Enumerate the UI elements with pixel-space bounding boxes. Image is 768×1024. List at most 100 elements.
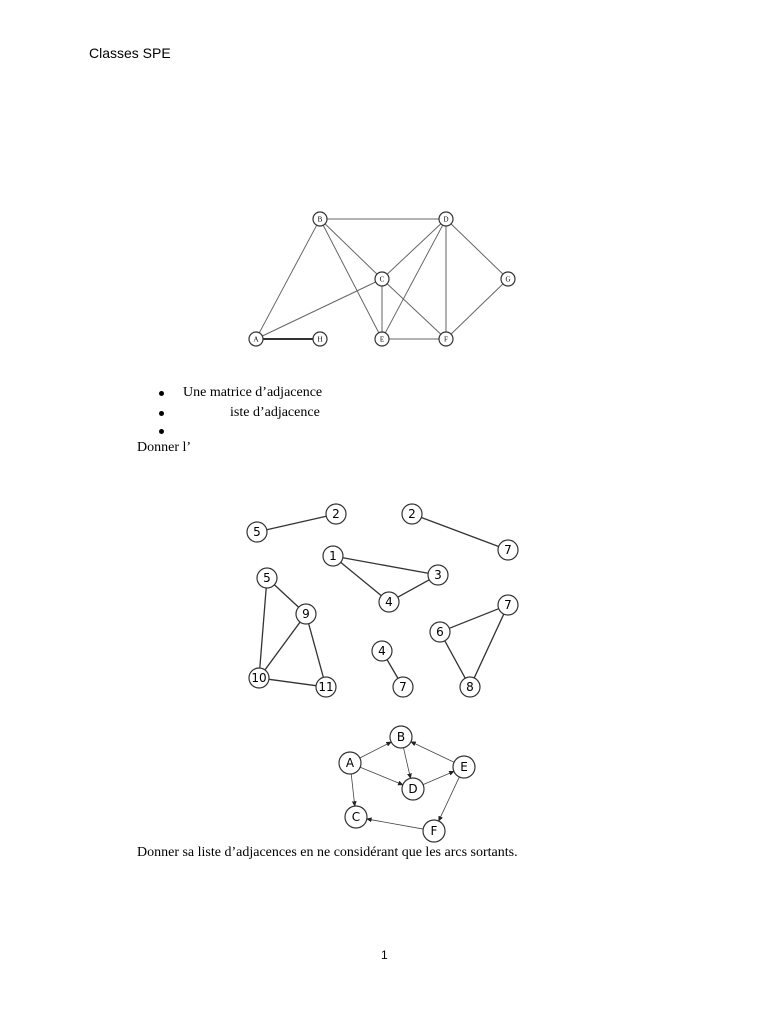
edge — [449, 608, 499, 629]
node-label: D — [443, 215, 448, 223]
graph-node — [497, 594, 519, 616]
question-text: Donner l’ — [137, 440, 192, 455]
graph-node — [422, 819, 446, 843]
graph-node — [338, 751, 362, 775]
node-label: F — [444, 335, 448, 343]
arc — [438, 776, 460, 822]
node-label: 7 — [504, 543, 512, 557]
edge — [262, 281, 376, 337]
graph-node — [374, 331, 390, 347]
graph-node — [312, 331, 328, 347]
node-label: B — [397, 730, 405, 744]
graph-node — [389, 725, 413, 749]
node-label: 1 — [329, 549, 337, 563]
node-label: 11 — [318, 680, 333, 694]
graph-node — [438, 331, 454, 347]
graph-node — [452, 755, 476, 779]
graph-node — [322, 545, 344, 567]
node-label: 2 — [408, 507, 416, 521]
node-label: 4 — [378, 644, 386, 658]
node-label: 3 — [434, 568, 442, 582]
edge — [450, 223, 504, 275]
graph-node — [295, 603, 317, 625]
graph-node — [248, 331, 264, 347]
node-label: B — [318, 215, 323, 223]
graph-node — [500, 271, 516, 287]
edge — [259, 587, 267, 669]
arc — [360, 766, 404, 786]
arc — [410, 741, 455, 763]
node-label: 7 — [399, 680, 407, 694]
node-label: 7 — [504, 598, 512, 612]
bullet-icon — [159, 429, 164, 434]
bullet-icon — [159, 391, 164, 396]
node-label: 9 — [302, 607, 310, 621]
node-label: F — [431, 824, 438, 838]
header-text: Classes SPE — [89, 45, 171, 61]
graph-node — [312, 211, 328, 227]
node-label: 8 — [466, 680, 474, 694]
bullet-icon — [159, 411, 164, 416]
node-label: G — [505, 275, 510, 283]
edge — [268, 678, 317, 687]
edge — [386, 223, 442, 275]
graph-node — [325, 503, 347, 525]
node-label: H — [317, 335, 322, 343]
graph-node — [344, 805, 368, 829]
graph-node — [459, 676, 481, 698]
edge — [340, 561, 382, 597]
graph-node — [438, 211, 454, 227]
edge — [450, 283, 504, 335]
question-text: Donner sa liste d’adjacences en ne consi… — [137, 845, 518, 860]
graph-node — [246, 521, 268, 543]
edge — [308, 623, 324, 678]
arc — [350, 773, 357, 807]
arc — [422, 770, 455, 786]
graph-node — [256, 567, 278, 589]
graph-node — [401, 503, 423, 525]
node-label: 10 — [251, 671, 266, 685]
node-label: A — [346, 756, 355, 770]
edge — [324, 223, 378, 275]
graph-node — [248, 667, 270, 689]
edge — [266, 515, 327, 531]
arc — [366, 817, 424, 830]
graph-node — [392, 676, 414, 698]
node-label: 5 — [253, 525, 261, 539]
edge — [264, 621, 301, 671]
node-label: 6 — [436, 625, 444, 639]
node-label: 5 — [263, 571, 271, 585]
node-label: 4 — [385, 595, 393, 609]
arc — [403, 747, 412, 780]
node-label: A — [253, 335, 258, 343]
edge — [397, 579, 430, 598]
graph-node — [497, 539, 519, 561]
edge — [386, 283, 442, 335]
bullet-item: iste d’adjacence — [230, 405, 320, 420]
node-label: C — [380, 275, 385, 283]
node-label: D — [408, 782, 417, 796]
node-label: E — [380, 335, 384, 343]
edge — [258, 224, 318, 334]
edge — [421, 516, 499, 548]
edge — [384, 224, 444, 334]
node-label: C — [352, 810, 360, 824]
bullet-item: Une matrice d’adjacence — [183, 385, 323, 400]
graph-node — [378, 591, 400, 613]
edge — [342, 557, 429, 574]
edge — [444, 640, 466, 679]
graph-node — [374, 271, 390, 287]
graph-node — [429, 621, 451, 643]
edge — [386, 659, 399, 679]
arc — [359, 741, 392, 759]
node-label: E — [460, 760, 468, 774]
page-number: 1 — [381, 948, 388, 962]
edge — [473, 613, 505, 679]
graph-node — [427, 564, 449, 586]
edge — [322, 224, 380, 334]
graph-node — [315, 676, 337, 698]
edge — [273, 584, 300, 608]
node-label: 2 — [332, 507, 340, 521]
